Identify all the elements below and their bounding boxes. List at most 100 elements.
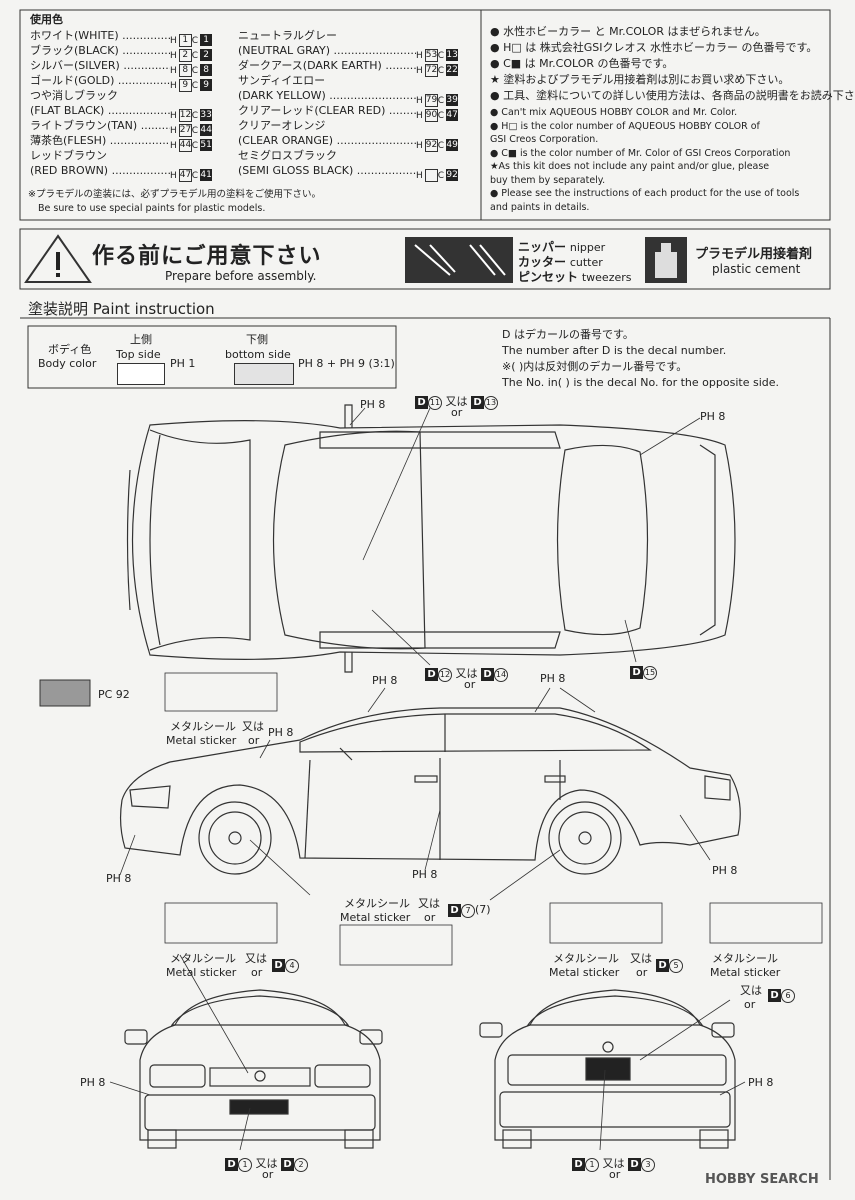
hobby-color-code: 9 [178, 78, 192, 92]
mr-color-code: 49 [446, 139, 459, 151]
note-jp-line: ● H□ は 株式会社GSIクレオス 水性ホビーカラー の色番号です。 [490, 41, 818, 54]
hobby-color-code: 2 [178, 48, 192, 62]
callout-matai-2: 又は [418, 897, 440, 910]
bottom-side-code: PH 8 + PH 9 (3:1) [298, 357, 395, 370]
color-name: クリアーオレンジ [238, 119, 326, 132]
note-en-line: ● H□ is the color number of AQUEOUS HOBB… [490, 120, 760, 132]
color-row: (NEUTRAL GRAY) .........................… [238, 44, 459, 62]
callout-ph8-window: PH 8 [540, 672, 566, 685]
callout-ph8-front: PH 8 [80, 1076, 106, 1089]
color-row: ライトブラウン(TAN) ...........................… [30, 119, 213, 137]
metal-sticker-en-2: Metal sticker [340, 911, 411, 924]
hobby-color-code: 90 [424, 108, 438, 122]
glue-bottle-icon [645, 237, 687, 283]
color-name: クリアーレッド(CLEAR RED) .....................… [238, 104, 416, 117]
mr-color-code: 33 [200, 109, 213, 121]
mr-color-code: 22 [446, 64, 459, 76]
hobby-color-code: 47 [178, 168, 192, 182]
prep-title-en: Prepare before assembly. [165, 269, 317, 283]
cement-jp: プラモデル用接着剤 [695, 247, 813, 262]
color-row: クリアーオレンジ [238, 118, 416, 137]
note-en-line: ★As this kit does not include any paint … [490, 161, 770, 172]
hobby-color-code: 72 [424, 63, 438, 77]
color-row: ダークアース(DARK EARTH) .....................… [238, 59, 459, 77]
mr-color-code: 41 [200, 169, 213, 181]
decal-note-line: ※( )内は反対側のデカール番号です。 [502, 360, 688, 373]
mr-color-code: 39 [446, 94, 459, 106]
color-row: (SEMI GLOSS BLACK) .....................… [238, 164, 459, 182]
color-row: サンディイエロー [238, 73, 416, 92]
metal-sticker-en-1: Metal sticker [166, 734, 237, 747]
body-color-en: Body color [38, 357, 97, 370]
hobby-color-code: 12 [178, 108, 192, 122]
metal-sticker-jp-2: メタルシール [344, 897, 410, 910]
mr-color-code: 9 [200, 79, 213, 91]
callout-ph8-sill: PH 8 [412, 868, 438, 881]
plastic-note-en: Be sure to use special paints for plasti… [38, 203, 266, 214]
color-name: 薄茶色(FLESH) .............................… [30, 134, 170, 147]
callout-matai-1: 又は [242, 720, 264, 733]
color-name: (NEUTRAL GRAY) .........................… [238, 44, 416, 57]
color-row: シルバー(SILVER) ...........................… [30, 58, 213, 79]
mr-color-code: 8 [200, 64, 213, 76]
metal-sticker-jp-5: メタルシール [712, 952, 778, 965]
mr-color-code: 44 [200, 124, 213, 136]
mr-color-code: 92 [446, 169, 459, 181]
color-row: (CLEAR ORANGE) .........................… [238, 134, 459, 152]
callout-or-8: or [262, 1168, 274, 1181]
bottom-side-jp: 下側 [246, 333, 268, 346]
color-row: レッドブラウン [30, 148, 170, 167]
callout-ph8-bumper: PH 8 [106, 872, 132, 885]
color-name: セミグロスブラック [238, 149, 337, 162]
tools-icon [405, 237, 513, 283]
color-name: (FLAT BLACK) ...........................… [30, 104, 170, 117]
note-en-line: GSI Creos Corporation. [490, 134, 599, 145]
decal-note-line: The number after D is the decal number. [502, 344, 727, 357]
color-name: サンディイエロー [238, 74, 326, 87]
callout-matai-4: 又は [630, 952, 652, 965]
metal-sticker-jp-1: メタルシール [170, 720, 236, 733]
bottom-side-swatch [234, 363, 294, 385]
color-name: (DARK YELLOW) ..........................… [238, 89, 416, 102]
car-top-view [126, 404, 736, 673]
tool-item: ニッパー nipper [518, 240, 606, 254]
callout-ph8-rear: PH 8 [712, 864, 738, 877]
callout-ph8-rearview: PH 8 [748, 1076, 774, 1089]
car-front-view [124, 989, 383, 1149]
metal-sticker-en-3: Metal sticker [166, 966, 237, 979]
body-color-jp: ボディ色 [48, 343, 92, 356]
tool-item: ピンセット tweezers [518, 270, 632, 284]
callout-ph8-mirror: PH 8 [268, 726, 294, 739]
hobby-color-code: 27 [178, 123, 192, 137]
color-name: つや消しブラック [30, 89, 118, 102]
sticker-sheets [164, 672, 823, 966]
note-jp-line: ● C■ は Mr.COLOR の色番号です。 [490, 57, 674, 70]
callout-or-9: or [609, 1168, 621, 1181]
bottom-side-en: bottom side [225, 348, 291, 361]
color-row: つや消しブラック [30, 88, 170, 107]
note-jp-line: ● 工具、塗料についての詳しい使用方法は、各商品の説明書をお読み下さい。 [490, 89, 855, 102]
color-name: ホワイト(WHITE) ............................… [30, 29, 170, 42]
hobby-color-code: 44 [178, 138, 192, 152]
callout-pc92: PC 92 [98, 688, 130, 701]
color-name: ライトブラウン(TAN) ...........................… [30, 119, 170, 132]
decal-note-line: The No. in( ) is the decal No. for the o… [502, 376, 779, 389]
callout-or-4: or [424, 911, 436, 924]
metal-sticker-en-4: Metal sticker [549, 966, 620, 979]
color-row: クリアーレッド(CLEAR RED) .....................… [238, 104, 459, 122]
callout-or-3: or [248, 734, 260, 747]
note-en-line: ● Please see the instructions of each pr… [490, 188, 800, 199]
color-name: レッドブラウン [30, 149, 107, 162]
note-en-line: buy them by separately. [490, 174, 606, 186]
decal-note-line: D はデカールの番号です。 [502, 328, 634, 341]
color-row: (RED BROWN) ............................… [30, 164, 213, 182]
hobby-color-code: 53 [424, 48, 438, 62]
tool-item: カッター cutter [518, 255, 603, 269]
callout-matai-5: 又は [740, 984, 762, 997]
callout-or-1: or [451, 406, 463, 419]
